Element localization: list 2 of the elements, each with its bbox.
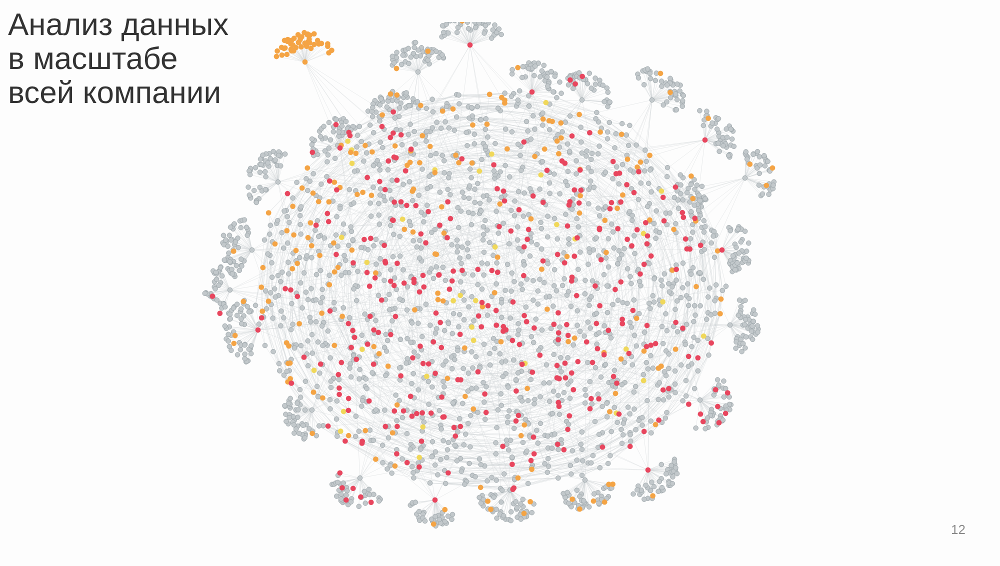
page-number: 12 — [951, 522, 966, 537]
slide-title: Анализ данных в масштабе всей компании — [8, 8, 230, 110]
